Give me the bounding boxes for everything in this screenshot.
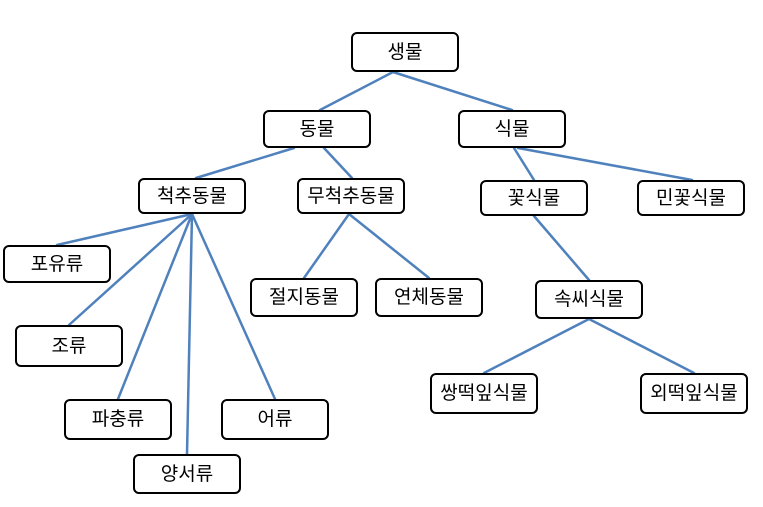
node-angiosperm: 속씨식물 <box>535 280 643 319</box>
node-dicot: 쌍떡잎식물 <box>430 373 538 414</box>
node-mammal: 포유류 <box>3 245 111 283</box>
edge-vertebrate-amphibian <box>185 212 194 456</box>
node-organism: 생물 <box>351 32 459 72</box>
node-reptile: 파충류 <box>64 399 172 440</box>
edge-angiosperm-dicot <box>482 317 591 375</box>
edge-plant-nonflowering <box>516 146 694 182</box>
edge-invertebrate-mollusk <box>347 212 431 280</box>
node-invertebrate: 무척추동물 <box>297 178 405 214</box>
edge-animal-vertebrate <box>194 146 296 180</box>
edge-vertebrate-mammal <box>55 212 194 247</box>
edge-root-animal <box>318 70 395 112</box>
node-arthropod: 절지동물 <box>250 278 358 317</box>
edge-angiosperm-monocot <box>587 317 696 375</box>
edge-animal-invertebrate <box>322 146 354 180</box>
node-amphibian: 양서류 <box>133 454 241 494</box>
node-mollusk: 연체동물 <box>375 278 483 317</box>
node-plant: 식물 <box>458 110 566 148</box>
node-vertebrate: 척추동물 <box>138 178 246 214</box>
edge-vertebrate-bird <box>67 212 194 327</box>
node-nonflowering-plant: 민꽃식물 <box>637 180 745 216</box>
node-flowering-plant: 꽃식물 <box>480 180 588 216</box>
node-animal: 동물 <box>263 110 371 148</box>
node-fish: 어류 <box>221 399 329 440</box>
edge-root-plant <box>391 70 514 112</box>
edge-vertebrate-fish <box>190 212 277 401</box>
node-bird: 조류 <box>15 325 123 367</box>
edge-invertebrate-arthropod <box>302 212 351 280</box>
edge-flowering-angiosperm <box>532 214 591 282</box>
node-monocot: 외떡잎식물 <box>640 373 748 414</box>
edge-plant-flowering <box>512 146 536 182</box>
edge-vertebrate-reptile <box>116 212 194 401</box>
